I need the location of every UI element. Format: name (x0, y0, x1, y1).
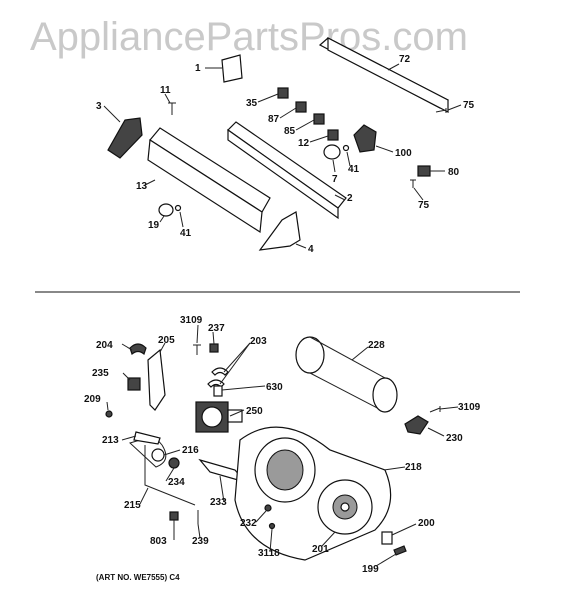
part-3118-fastener[interactable] (268, 522, 276, 530)
label-204: 204 (96, 340, 113, 351)
part-3109-screw-left[interactable] (193, 344, 201, 355)
label-203: 203 (250, 336, 267, 347)
part-203-clamp-upper[interactable] (211, 367, 229, 376)
label-1: 1 (195, 63, 201, 74)
part-75-screw-top[interactable] (435, 108, 447, 113)
label-19: 19 (148, 220, 160, 231)
top-leader-lines (103, 63, 462, 249)
part-1-sheet[interactable] (221, 54, 243, 83)
part-216-pulley[interactable] (151, 448, 165, 462)
control-panel-group (107, 37, 450, 251)
part-41-clip-upper[interactable] (342, 144, 350, 152)
part-12-switch[interactable] (327, 129, 339, 141)
part-87-switch[interactable] (295, 101, 307, 113)
part-2-face (227, 128, 339, 220)
art-number-footnote: (ART NO. WE7555) C4 (96, 573, 180, 582)
part-3109-screw-right[interactable] (429, 406, 441, 413)
label-201: 201 (312, 544, 329, 555)
label-3109-right: 3109 (458, 402, 481, 413)
label-13: 13 (136, 181, 148, 192)
label-80: 80 (448, 167, 460, 178)
part-13-face (147, 138, 263, 234)
label-218: 218 (405, 462, 422, 473)
part-234-idler[interactable] (168, 457, 180, 469)
watermark-text: AppliancePartsPros.com (30, 15, 468, 59)
part-41-clip-lower[interactable] (174, 204, 182, 212)
part-80-switch[interactable] (417, 165, 431, 177)
label-4: 4 (308, 244, 314, 255)
label-85: 85 (284, 126, 296, 137)
part-85-switch[interactable] (313, 113, 325, 125)
part-803-clip[interactable] (169, 511, 179, 521)
part-100-timer[interactable] (353, 124, 377, 153)
label-209: 209 (84, 394, 101, 405)
part-3-endcap[interactable] (107, 117, 143, 159)
label-233: 233 (210, 497, 227, 508)
label-235: 235 (92, 368, 109, 379)
label-803: 803 (150, 536, 167, 547)
label-3118: 3118 (258, 548, 280, 559)
label-215: 215 (124, 500, 141, 511)
part-250-motor[interactable] (195, 401, 243, 433)
part-630-capacitor[interactable] (213, 385, 223, 397)
part-235-switch[interactable] (127, 377, 141, 391)
label-232: 232 (240, 518, 257, 529)
label-3109-left: 3109 (180, 315, 203, 326)
part-19-knob[interactable] (158, 203, 174, 217)
label-75-lower: 75 (418, 200, 430, 211)
label-237: 237 (208, 323, 225, 334)
label-3: 3 (96, 101, 102, 112)
part-labels: 1 72 75 3 11 35 87 85 12 100 80 75 7 41 … (84, 54, 481, 575)
part-35-switch[interactable] (277, 87, 289, 99)
label-213: 213 (102, 435, 119, 446)
label-41-lower: 41 (180, 228, 192, 239)
label-75-top: 75 (463, 100, 475, 111)
part-230-sensor[interactable] (404, 415, 429, 435)
part-213-spring[interactable] (133, 431, 161, 445)
label-12: 12 (298, 138, 310, 149)
label-230: 230 (446, 433, 463, 444)
part-201-blower-wheel[interactable] (317, 479, 373, 535)
label-41-upper: 41 (348, 164, 360, 175)
part-72-face (327, 37, 449, 113)
label-72: 72 (399, 54, 411, 65)
part-204-clip[interactable] (129, 343, 147, 356)
label-100: 100 (395, 148, 412, 159)
label-2: 2 (347, 193, 353, 204)
part-209-fastener[interactable] (105, 410, 113, 418)
part-228-duct[interactable] (295, 336, 398, 413)
label-239: 239 (192, 536, 209, 547)
part-4-bracket[interactable] (258, 211, 301, 251)
label-630: 630 (266, 382, 283, 393)
label-199: 199 (362, 564, 379, 575)
label-205: 205 (158, 335, 175, 346)
label-234: 234 (168, 477, 185, 488)
label-7: 7 (332, 174, 338, 185)
part-11-screw[interactable] (168, 102, 176, 115)
part-7-knob[interactable] (323, 144, 341, 160)
part-199-bolt[interactable] (393, 545, 407, 556)
label-250: 250 (246, 406, 263, 417)
label-228: 228 (368, 340, 385, 351)
part-232-fastener[interactable] (264, 504, 272, 512)
part-205-bracket[interactable] (147, 348, 166, 411)
label-35: 35 (246, 98, 258, 109)
part-200-clip[interactable] (381, 531, 393, 545)
label-11: 11 (160, 85, 171, 96)
label-200: 200 (418, 518, 435, 529)
drive-assembly-group (105, 336, 441, 561)
label-216: 216 (182, 445, 199, 456)
part-75-screw-lower[interactable] (410, 179, 416, 188)
label-87: 87 (268, 114, 280, 125)
part-237-clip[interactable] (209, 343, 219, 353)
bottom-leader-lines (106, 324, 459, 567)
